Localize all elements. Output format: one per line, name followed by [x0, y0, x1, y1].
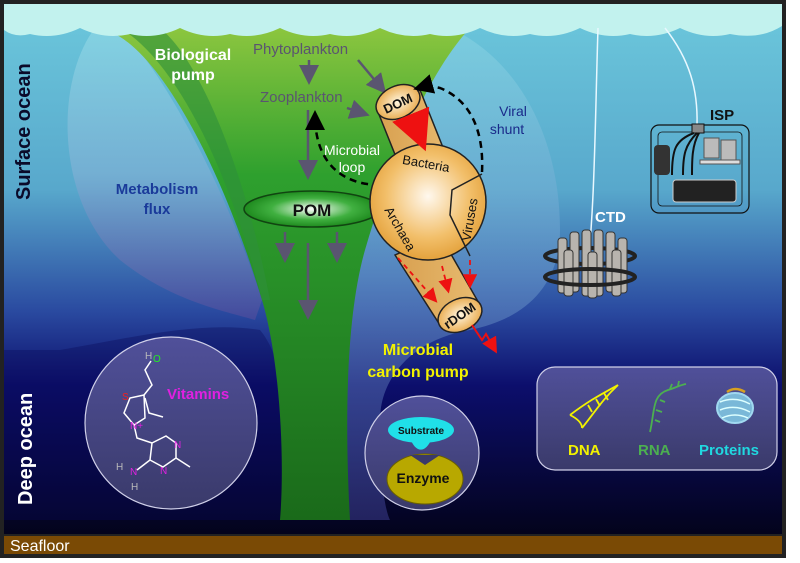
vit-h-o: H [145, 351, 152, 362]
isp-sampler [650, 123, 750, 214]
vitamins-inset [84, 336, 258, 510]
deep-ocean-label: Deep ocean [15, 393, 37, 505]
metabolism-flux-label-line1: Metabolism [116, 181, 199, 198]
rna-icon [649, 380, 687, 433]
vit-n3: N [130, 467, 137, 478]
biological-pump-funnel [95, 28, 470, 520]
isp-cable [664, 27, 698, 126]
viral-shunt-label-line1: Viral [499, 103, 527, 119]
surface-ocean-label: Surface ocean [13, 63, 35, 200]
vit-n2: N [160, 466, 167, 477]
vitamins-label: Vitamins [167, 386, 229, 403]
biological-pump-label-line2: pump [171, 67, 215, 84]
vit-h3: H [131, 482, 138, 493]
ctd-rosette [543, 229, 637, 299]
pom-label: POM [293, 201, 332, 220]
dna-label: DNA [568, 442, 601, 459]
dom-uptake-arrow [392, 106, 430, 152]
dna-icon [569, 384, 619, 429]
molecules-inset [536, 366, 778, 471]
microbial-loop-label-line1: Microbial [324, 142, 380, 158]
zooplankton-label: Zooplankton [260, 89, 343, 106]
protein-icon [716, 387, 754, 424]
enzyme-shape [386, 453, 464, 505]
biological-pump-label-line1: Biological [155, 47, 231, 64]
vit-o: O [153, 354, 161, 365]
seafloor-label: Seafloor [10, 538, 70, 555]
metabolism-flux-label-line2: flux [144, 201, 171, 218]
ocean-carbon-diagram: Seafloor Surface ocean Deep ocean Biolog… [0, 0, 786, 558]
archaea-to-rdom-arrow [397, 257, 438, 303]
phyto-to-dom-arrow [357, 59, 387, 94]
microbial-loop-label-line2: loop [339, 159, 366, 175]
seafloor-band [4, 536, 782, 554]
enzyme-label: Enzyme [397, 470, 450, 486]
mcp-label-line1: Microbial [383, 342, 453, 359]
substrate-shape [388, 417, 454, 443]
viruses-label: Viruses [458, 197, 480, 243]
metabolism-region [67, 28, 262, 320]
mcp-label-line2: carbon pump [367, 364, 469, 381]
rdom-cap [437, 296, 483, 334]
vit-s: S [122, 392, 129, 403]
vit-n-plus: N+ [130, 421, 143, 432]
proteins-label: Proteins [699, 442, 759, 459]
bacteria-to-rdom-arrow [438, 265, 453, 294]
zoo-to-dom-arrow [346, 99, 370, 119]
substrate-label: Substrate [398, 426, 445, 437]
isp-label: ISP [710, 107, 734, 124]
thiamine-structure [123, 360, 191, 471]
rdom-export-arrow [471, 324, 497, 354]
phytoplankton-label: Phytoplankton [253, 41, 348, 58]
viral-shunt-arrow [413, 74, 484, 173]
rna-label: RNA [638, 442, 671, 459]
viral-shunt-label-line2: shunt [490, 121, 524, 137]
ctd-label: CTD [595, 209, 626, 226]
vit-h2: H [116, 462, 123, 473]
vit-n1: N [174, 440, 181, 451]
ocean-surface-foam [4, 4, 782, 36]
viruses-divider [449, 173, 483, 257]
